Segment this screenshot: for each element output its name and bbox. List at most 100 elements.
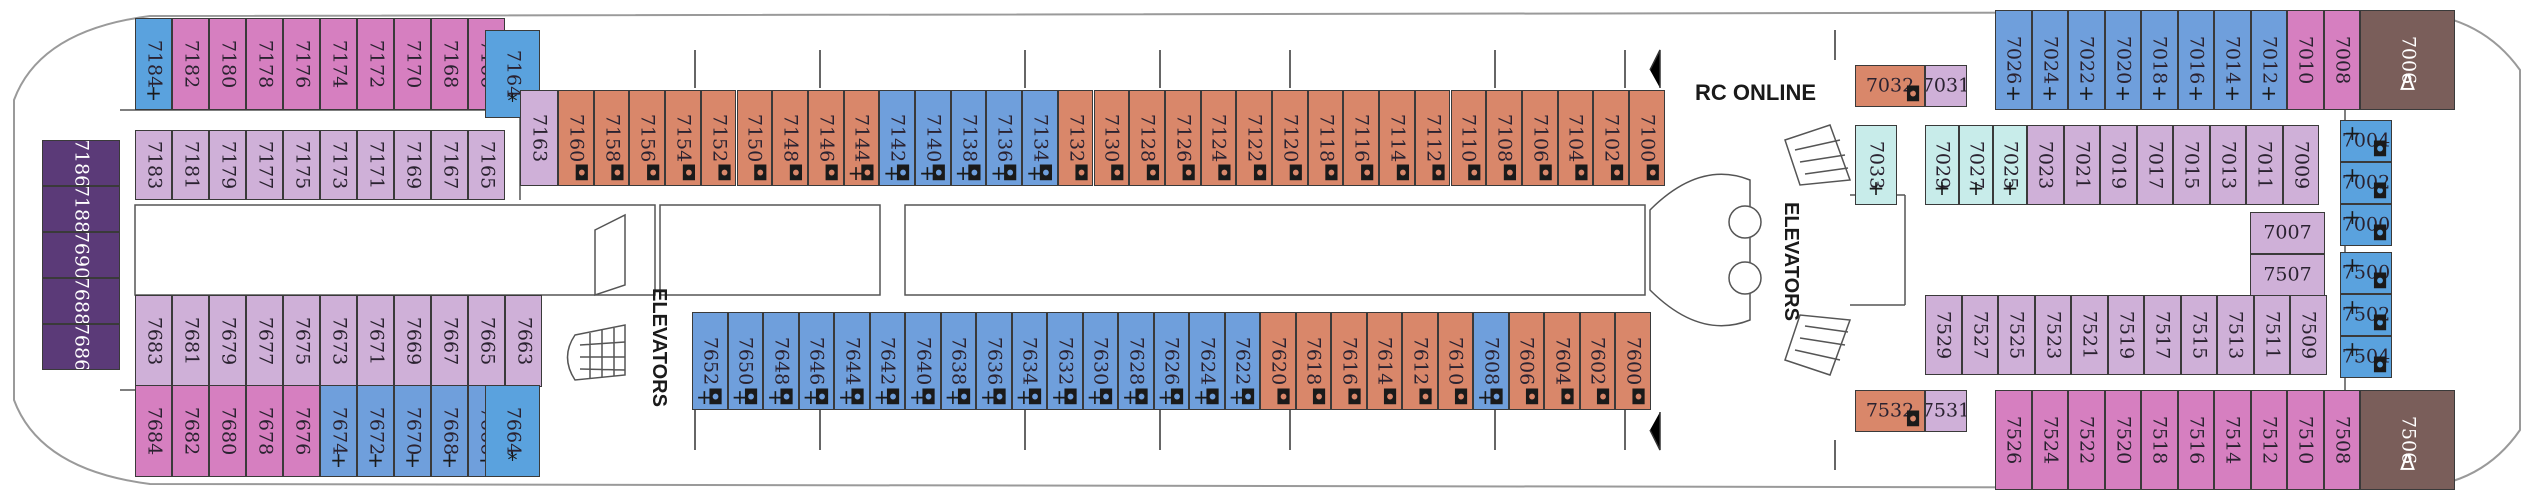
cabin-7529[interactable]: 7529: [1925, 295, 1962, 375]
cabin-7663[interactable]: 7663: [505, 295, 542, 387]
cabin-7182[interactable]: 7182: [172, 18, 209, 110]
cabin-7684[interactable]: 7684: [135, 385, 172, 477]
cabin-7508[interactable]: 7508: [2323, 390, 2360, 490]
cabin-7165[interactable]: 7165: [468, 130, 505, 200]
cabin-7144[interactable]: 7144+◘: [843, 90, 880, 186]
cabin-7634[interactable]: 7634+◘: [1011, 312, 1047, 410]
cabin-7608[interactable]: 7608+◘: [1473, 312, 1509, 410]
cabin-7007[interactable]: 7007: [2250, 212, 2325, 254]
cabin-7010[interactable]: 7010: [2287, 10, 2324, 110]
cabin-7016[interactable]: 7016+: [2177, 10, 2214, 110]
cabin-7160[interactable]: 7160◘: [558, 90, 594, 186]
cabin-7008[interactable]: 7008: [2323, 10, 2360, 110]
cabin-7523[interactable]: 7523: [2034, 295, 2071, 375]
cabin-7012[interactable]: 7012+: [2250, 10, 2287, 110]
cabin-7526[interactable]: 7526: [1995, 390, 2032, 490]
cabin-7616[interactable]: 7616◘: [1331, 312, 1367, 410]
cabin-7509[interactable]: 7509: [2290, 295, 2327, 375]
cabin-7520[interactable]: 7520: [2104, 390, 2141, 490]
cabin-7031[interactable]: 7031: [1925, 65, 1967, 107]
cabin-7644[interactable]: 7644+◘: [834, 312, 870, 410]
cabin-7636[interactable]: 7636+◘: [976, 312, 1012, 410]
cabin-7676[interactable]: 7676: [283, 385, 320, 477]
cabin-7640[interactable]: 7640+◘: [905, 312, 941, 410]
cabin-7507[interactable]: 7507: [2250, 254, 2325, 296]
cabin-7018[interactable]: 7018+: [2141, 10, 2178, 110]
cabin-7683[interactable]: 7683: [135, 295, 172, 387]
cabin-7146[interactable]: 7146◘: [807, 90, 844, 186]
cabin-7510[interactable]: 7510: [2287, 390, 2324, 490]
cabin-7033[interactable]: 7033+: [1855, 125, 1897, 205]
cabin-7128[interactable]: 7128◘: [1129, 90, 1165, 186]
cabin-7176[interactable]: 7176: [283, 18, 320, 110]
cabin-7172[interactable]: 7172: [357, 18, 394, 110]
cabin-7678[interactable]: 7678: [246, 385, 283, 477]
cabin-7502[interactable]: 7502+◘: [2340, 294, 2392, 336]
cabin-7126[interactable]: 7126◘: [1164, 90, 1201, 186]
cabin-7675[interactable]: 7675: [283, 295, 320, 387]
cabin-7690[interactable]: 7690: [42, 232, 120, 278]
cabin-7175[interactable]: 7175: [283, 130, 320, 200]
cabin-7680[interactable]: 7680: [209, 385, 246, 477]
cabin-7525[interactable]: 7525: [1998, 295, 2035, 375]
cabin-7632[interactable]: 7632+◘: [1047, 312, 1083, 410]
cabin-7167[interactable]: 7167: [431, 130, 468, 200]
cabin-7152[interactable]: 7152◘: [700, 90, 737, 186]
cabin-7120[interactable]: 7120◘: [1272, 90, 1308, 186]
cabin-7531[interactable]: 7531: [1925, 390, 1967, 432]
cabin-7169[interactable]: 7169: [394, 130, 431, 200]
cabin-7522[interactable]: 7522: [2068, 390, 2105, 490]
cabin-7673[interactable]: 7673: [320, 295, 357, 387]
cabin-7677[interactable]: 7677: [246, 295, 283, 387]
cabin-7181[interactable]: 7181: [172, 130, 209, 200]
cabin-7670[interactable]: 7670+: [394, 385, 431, 477]
cabin-7606[interactable]: 7606◘: [1508, 312, 1544, 410]
cabin-7106[interactable]: 7106◘: [1521, 90, 1558, 186]
cabin-7667[interactable]: 7667: [431, 295, 468, 387]
cabin-7652[interactable]: 7652+◘: [692, 312, 728, 410]
cabin-7132[interactable]: 7132◘: [1057, 90, 1094, 186]
cabin-7102[interactable]: 7102◘: [1593, 90, 1629, 186]
cabin-7002[interactable]: 7002+◘: [2340, 162, 2392, 204]
cabin-7032[interactable]: 7032◘: [1855, 65, 1925, 107]
cabin-7171[interactable]: 7171: [357, 130, 394, 200]
cabin-7184[interactable]: 7184+: [135, 18, 172, 110]
cabin-7022[interactable]: 7022+: [2068, 10, 2105, 110]
cabin-7630[interactable]: 7630+◘: [1082, 312, 1118, 410]
cabin-7612[interactable]: 7612◘: [1402, 312, 1438, 410]
cabin-7638[interactable]: 7638+◘: [940, 312, 976, 410]
cabin-7122[interactable]: 7122◘: [1236, 90, 1272, 186]
cabin-7142[interactable]: 7142+◘: [879, 90, 915, 186]
cabin-7524[interactable]: 7524: [2031, 390, 2068, 490]
cabin-7686[interactable]: 7686: [42, 324, 120, 370]
cabin-7682[interactable]: 7682: [172, 385, 209, 477]
cabin-7013[interactable]: 7013: [2209, 125, 2246, 205]
cabin-7648[interactable]: 7648+◘: [763, 312, 799, 410]
cabin-7011[interactable]: 7011: [2246, 125, 2283, 205]
cabin-7517[interactable]: 7517: [2144, 295, 2181, 375]
cabin-7000[interactable]: 7000+◘: [2340, 204, 2392, 246]
cabin-7163[interactable]: 7163: [520, 90, 558, 186]
cabin-7516[interactable]: 7516: [2177, 390, 2214, 490]
cabin-7665[interactable]: 7665: [468, 295, 505, 387]
cabin-7628[interactable]: 7628+◘: [1118, 312, 1154, 410]
cabin-7521[interactable]: 7521: [2071, 295, 2108, 375]
cabin-7024[interactable]: 7024+: [2031, 10, 2068, 110]
cabin-7179[interactable]: 7179: [209, 130, 246, 200]
cabin-7518[interactable]: 7518: [2141, 390, 2178, 490]
cabin-7130[interactable]: 7130◘: [1093, 90, 1130, 186]
cabin-7148[interactable]: 7148◘: [772, 90, 808, 186]
cabin-7118[interactable]: 7118◘: [1307, 90, 1344, 186]
cabin-7618[interactable]: 7618◘: [1295, 312, 1331, 410]
cabin-7650[interactable]: 7650+◘: [727, 312, 763, 410]
cabin-7513[interactable]: 7513: [2217, 295, 2254, 375]
cabin-7626[interactable]: 7626+◘: [1153, 312, 1189, 410]
cabin-7150[interactable]: 7150◘: [736, 90, 773, 186]
cabin-7178[interactable]: 7178: [246, 18, 283, 110]
cabin-7671[interactable]: 7671: [357, 295, 394, 387]
cabin-7026[interactable]: 7026+: [1995, 10, 2032, 110]
cabin-7669[interactable]: 7669: [394, 295, 431, 387]
cabin-7019[interactable]: 7019: [2100, 125, 2137, 205]
cabin-7009[interactable]: 7009: [2282, 125, 2319, 205]
